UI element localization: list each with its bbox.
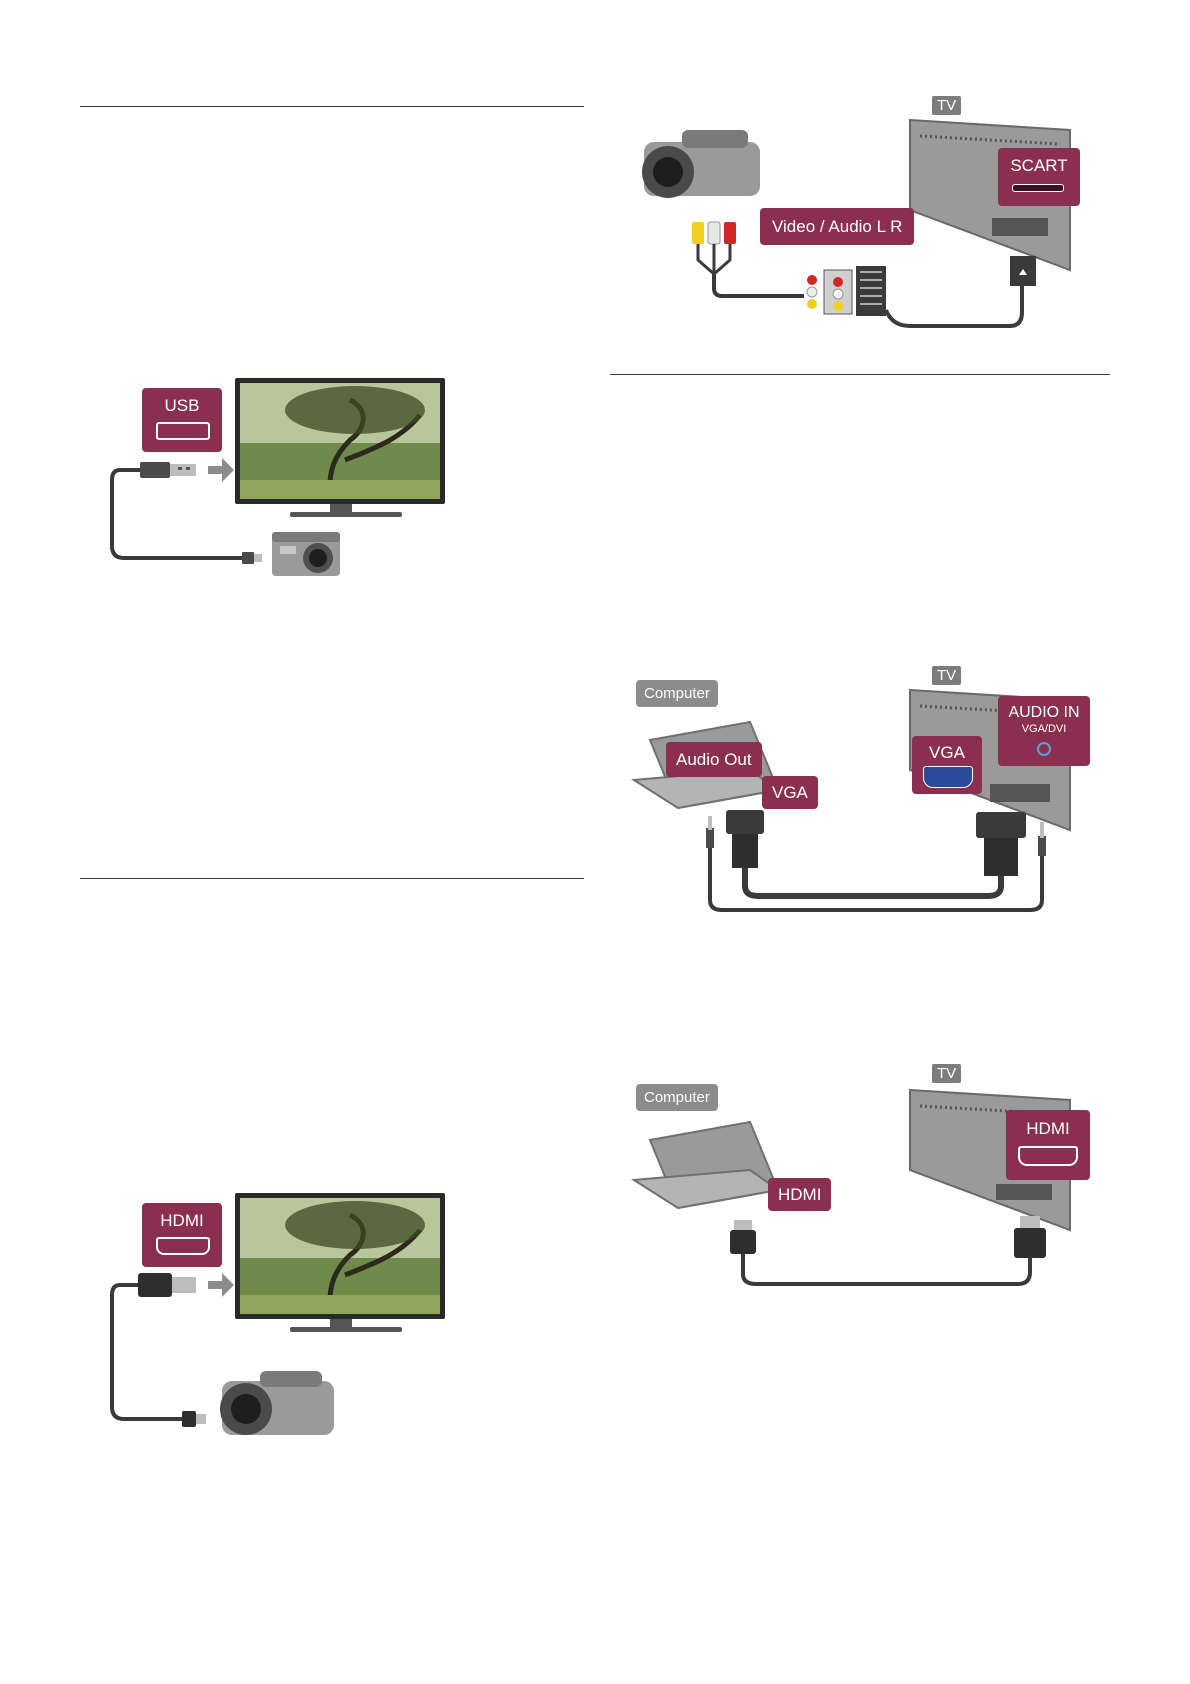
- hdmi-tv-port-label: HDMI: [1006, 1110, 1090, 1180]
- camcorder-icon: [220, 1371, 334, 1435]
- hdmi-plug-icon: [1014, 1216, 1046, 1258]
- usb-label-text: USB: [164, 396, 200, 415]
- computer-label: Computer: [636, 680, 718, 707]
- hdmi-port-icon: [1018, 1146, 1078, 1166]
- vga-plug-icon: [726, 810, 764, 868]
- audio-jack-icon: [1038, 822, 1046, 856]
- vga-tv-label-text: VGA: [929, 743, 965, 762]
- vga-computer-diagram: Computer Audio Out VGA TV AUDIO IN VGA/D…: [630, 660, 1090, 930]
- audio-out-label: Audio Out: [666, 742, 762, 777]
- vga-label-text: VGA: [772, 783, 808, 802]
- tv-label-text: TV: [937, 667, 957, 684]
- scart-port-icon: [1012, 184, 1064, 192]
- usb-plug-icon: [140, 462, 196, 478]
- vga-port-icon: [923, 766, 973, 788]
- hdmi-plug-icon: [138, 1273, 196, 1297]
- audio-in-sublabel: VGA/DVI: [1021, 723, 1067, 735]
- vga-tv-port-label: VGA: [912, 736, 982, 794]
- scart-label-text: SCART: [1010, 156, 1068, 175]
- audio-jack-icon: [706, 816, 714, 848]
- laptop-icon: [630, 1120, 781, 1210]
- scart-camcorder-diagram: TV SCART Video / Audio L R: [630, 90, 1090, 340]
- hdmi-computer-label: HDMI: [768, 1178, 832, 1211]
- hdmi-tv-label-text: HDMI: [1026, 1119, 1070, 1138]
- tv-label-text: TV: [937, 97, 957, 114]
- usb-port-label: USB: [142, 388, 222, 452]
- hdmi-label-text: HDMI: [160, 1211, 204, 1230]
- computer-label-text: Computer: [644, 1089, 710, 1106]
- camera-icon: [272, 532, 340, 576]
- audio-in-label-text: AUDIO IN: [1008, 704, 1080, 721]
- audio-out-label-text: Audio Out: [676, 750, 752, 769]
- hdmi-computer-diagram: Computer HDMI TV HDMI: [630, 1060, 1090, 1300]
- section-divider: [610, 374, 1110, 375]
- hdmi-computer-label-text: HDMI: [778, 1185, 822, 1204]
- video-audio-label: Video / Audio L R: [760, 208, 915, 245]
- vga-port-label: VGA: [762, 776, 818, 809]
- tv-label: TV: [932, 1064, 962, 1083]
- tv-icon: [235, 1193, 445, 1332]
- computer-label: Computer: [636, 1084, 718, 1111]
- audio-jack-icon: [1037, 742, 1051, 756]
- tv-label-text: TV: [937, 1065, 957, 1082]
- scart-port-label: SCART: [998, 148, 1080, 206]
- usb-camera-diagram: USB: [100, 370, 460, 590]
- tv-label: TV: [932, 96, 962, 115]
- tv-label: TV: [932, 666, 962, 685]
- scart-port-icon: [856, 266, 886, 316]
- audio-in-label: AUDIO IN VGA/DVI: [998, 696, 1090, 766]
- section-divider: [80, 106, 584, 107]
- camcorder-icon: [642, 130, 760, 198]
- video-audio-label-text: Video / Audio L R: [772, 217, 903, 236]
- vga-plug-icon: [976, 812, 1026, 876]
- hdmi-port-icon: [156, 1237, 210, 1255]
- hdmi-plug-icon: [730, 1220, 756, 1254]
- section-divider: [80, 878, 584, 879]
- tv-icon: [235, 378, 445, 517]
- hdmi-camcorder-diagram: HDMI: [100, 1185, 460, 1445]
- rca-plug-icon: [692, 221, 736, 276]
- usb-port-icon: [156, 422, 210, 440]
- computer-label-text: Computer: [644, 685, 710, 702]
- hdmi-port-label: HDMI: [142, 1203, 222, 1267]
